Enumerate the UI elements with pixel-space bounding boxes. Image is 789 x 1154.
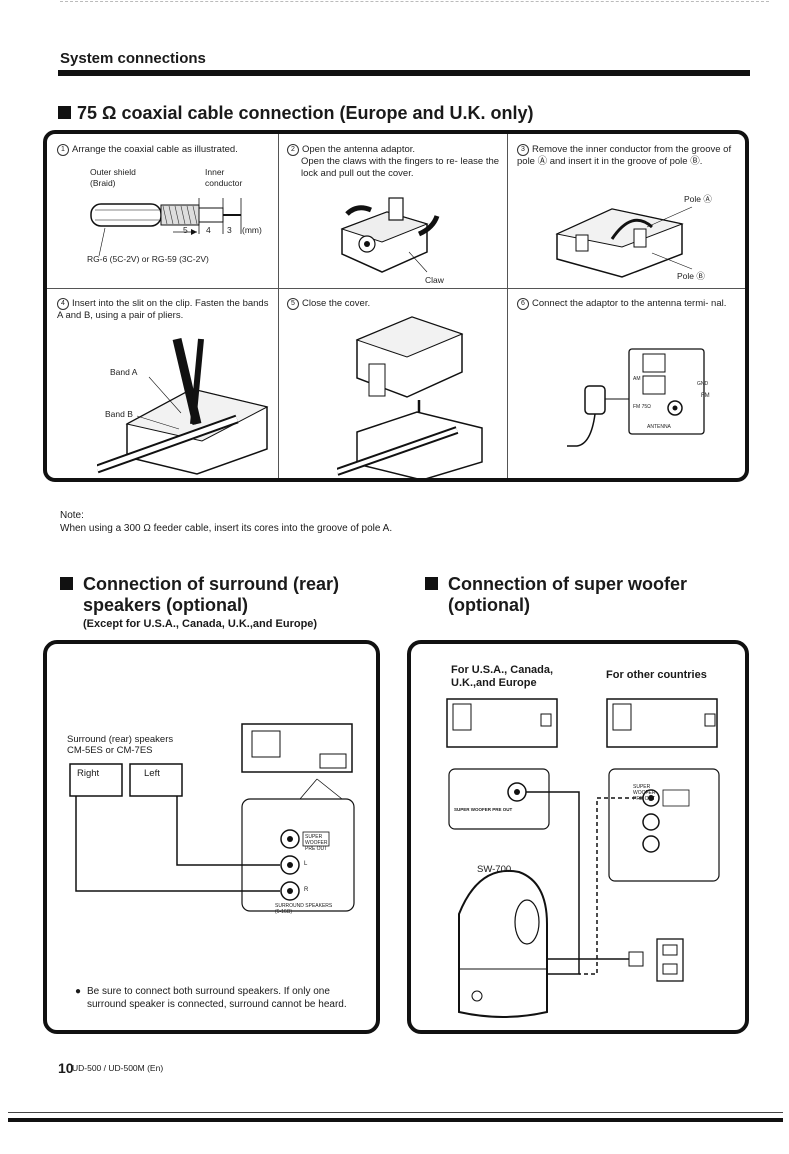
bullet-dot: ● bbox=[75, 986, 82, 997]
label-inner: Inner bbox=[205, 167, 225, 177]
section-rule bbox=[58, 70, 750, 76]
speakers-label: Surround (rear) speakers CM-5ES or CM-7E… bbox=[67, 734, 174, 756]
page-number: 10 bbox=[58, 1060, 74, 1076]
heading-square-icon bbox=[425, 577, 438, 590]
note-label: Note: bbox=[60, 510, 84, 521]
clip-bands-illustration bbox=[97, 337, 269, 475]
dim-mm: (mm) bbox=[242, 225, 262, 235]
woofer-heading-line2: (optional) bbox=[448, 595, 530, 615]
label-pole-b: Pole Ⓑ bbox=[677, 271, 705, 281]
speaker-right-label: Right bbox=[77, 768, 100, 779]
label-fm-75: FM 75Ω bbox=[633, 404, 651, 410]
section-header: System connections bbox=[60, 50, 206, 67]
top-dashed-rule bbox=[60, 1, 769, 2]
label-antenna: ANTENNA bbox=[647, 424, 671, 430]
jack-surround-label: SURROUND SPEAKERS (6-16Ω) bbox=[275, 903, 333, 915]
coax-heading: 75 Ω coaxial cable connection (Europe an… bbox=[58, 103, 534, 124]
antenna-terminal-illustration bbox=[567, 348, 705, 447]
heading-square-icon bbox=[58, 106, 71, 119]
label-claw: Claw bbox=[425, 275, 444, 285]
grid-divider bbox=[278, 134, 279, 478]
surround-heading-line1: Connection of surround (rear) bbox=[83, 574, 339, 594]
grid-divider bbox=[47, 288, 745, 289]
grid-divider bbox=[507, 134, 508, 478]
label-band-b: Band B bbox=[105, 409, 133, 419]
label-pole-a: Pole Ⓐ bbox=[684, 194, 712, 204]
surround-heading-line2: speakers (optional) bbox=[83, 595, 249, 615]
woofer-heading: Connection of super woofer (optional) bbox=[425, 574, 755, 616]
close-cover-illustration bbox=[337, 316, 483, 478]
surround-subheading: (Except for U.S.A., Canada, U.K.,and Eur… bbox=[83, 618, 318, 630]
woofer-model-label: SW-700 bbox=[477, 864, 512, 875]
jack-l-label: L bbox=[304, 861, 308, 867]
label-conductor: conductor bbox=[205, 178, 243, 188]
label-cable-types: RG-6 (5C-2V) or RG-59 (3C-2V) bbox=[87, 254, 209, 264]
footer-model: UD-500 / UD-500M (En) bbox=[72, 1063, 164, 1073]
label-gnd: GND bbox=[697, 381, 709, 387]
label-band-a: Band A bbox=[110, 367, 138, 377]
region-2: For other countries bbox=[606, 669, 707, 681]
label-braid: (Braid) bbox=[90, 178, 116, 188]
dim-3: 3 bbox=[227, 225, 232, 235]
jack-super-woofer-label: SUPER WOOFER PRE OUT bbox=[305, 834, 328, 852]
jack-r-label: R bbox=[304, 887, 309, 893]
pole-adaptor-illustration bbox=[555, 206, 693, 278]
woofer-jack-label: SUPER WOOFER PRE OUT bbox=[633, 784, 656, 802]
woofer-panel: For U.S.A., Canada, U.K.,and Europe For … bbox=[407, 640, 749, 1034]
antenna-adaptor-open-illustration bbox=[340, 197, 440, 273]
surround-wiring-diagram bbox=[69, 723, 355, 912]
woofer-wiring-diagram bbox=[446, 698, 720, 1018]
label-outer-shield: Outer shield bbox=[90, 167, 136, 177]
dim-5: 5 bbox=[183, 225, 188, 235]
label-fm: FM bbox=[701, 393, 710, 399]
speaker-left-label: Left bbox=[144, 768, 160, 779]
bottom-rule bbox=[8, 1118, 783, 1122]
bottom-rule-thin bbox=[8, 1112, 783, 1113]
surround-bullet: ● Be sure to connect both surround speak… bbox=[75, 986, 347, 1010]
heading-square-icon bbox=[60, 577, 73, 590]
label-am: AM bbox=[633, 376, 641, 382]
dim-4: 4 bbox=[206, 225, 211, 235]
woofer-heading-line1: Connection of super woofer bbox=[448, 574, 688, 594]
coax-cable-illustration bbox=[90, 198, 242, 257]
region-1: For U.S.A., Canada, U.K.,and Europe bbox=[451, 664, 554, 689]
surround-heading: Connection of surround (rear) speakers (… bbox=[60, 574, 380, 630]
note-text: When using a 300 Ω feeder cable, insert … bbox=[60, 523, 393, 534]
surround-panel: Surround (rear) speakers CM-5ES or CM-7E… bbox=[43, 640, 380, 1034]
preout-label: SUPER WOOFER PRE OUT bbox=[454, 807, 513, 812]
coax-heading-text: 75 Ω coaxial cable connection (Europe an… bbox=[77, 103, 534, 123]
